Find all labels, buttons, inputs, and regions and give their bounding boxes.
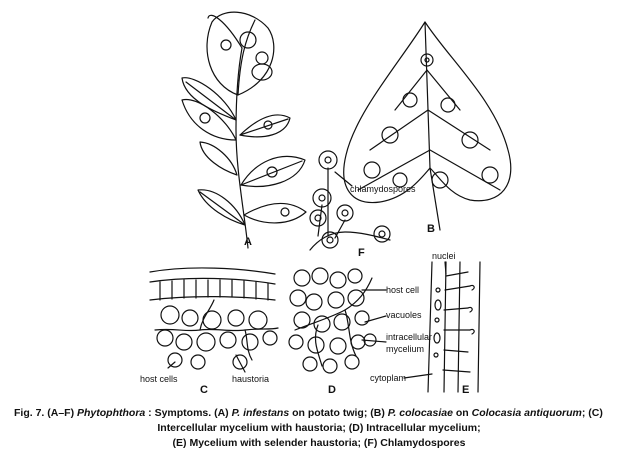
- leaf-left-lower: [199, 141, 238, 176]
- leaf-right-middle: [239, 114, 291, 138]
- genus-name: Phytophthora: [77, 407, 146, 419]
- chlamydospore: [318, 150, 338, 170]
- panel-a-potato-twig: [181, 11, 307, 249]
- leader-intracellular: [361, 339, 387, 343]
- phytophthora-figure: A B F C D E chlamydospores host cells ha…: [140, 11, 512, 396]
- panel-b-colocasia-leaf: [343, 21, 512, 231]
- figure-caption: Fig. 7. (A–F) Phytophthora : Symptoms. (…: [14, 406, 624, 451]
- chlamydospore: [321, 231, 339, 249]
- chlamydospore: [312, 188, 332, 208]
- label-host-cell: host cell: [386, 285, 419, 295]
- species-a: P. infestans: [231, 407, 290, 419]
- panel-label-e: E: [462, 384, 469, 396]
- chlamydospore: [309, 209, 327, 227]
- panel-e-slender-haustoria: [403, 261, 481, 393]
- leaf-right-lower: [240, 155, 306, 188]
- species-b: P. colocasiae: [387, 407, 453, 419]
- panel-label-d: D: [328, 384, 336, 396]
- label-chlamydospores: chlamydospores: [350, 184, 416, 194]
- label-cytoplam: cytoplam: [370, 373, 406, 383]
- label-vacuoles: vacuoles: [386, 310, 422, 320]
- leader-host-cells: [167, 361, 176, 369]
- panel-label-c: C: [200, 384, 208, 396]
- hypha: [154, 327, 279, 332]
- panel-c-intercellular-mycelium: [149, 267, 279, 373]
- label-haustoria: haustoria: [232, 374, 269, 384]
- caption-line-3: (E) Mycelium with selender haustoria; (F…: [172, 437, 466, 449]
- caption-line-1: Fig. 7. (A–F) Phytophthora : Symptoms. (…: [14, 407, 603, 419]
- leaf-top: [206, 11, 275, 96]
- panel-d-intracellular-mycelium: [288, 267, 387, 374]
- leaf-outline: [343, 21, 512, 204]
- leaf-left-upper: [181, 77, 237, 121]
- chlamydospore: [336, 204, 354, 222]
- leader-vacuoles: [364, 315, 387, 323]
- leader-chlamydospores: [334, 171, 353, 187]
- leader-nuclei: [444, 261, 447, 275]
- label-nuclei: nuclei: [432, 251, 456, 261]
- host-b: Colocasia antiquorum: [471, 407, 582, 419]
- leader-cytoplam: [403, 373, 433, 379]
- panel-label-b: B: [427, 223, 435, 235]
- chlamydospore: [373, 225, 391, 243]
- panel-f-chlamydospores: [309, 150, 391, 251]
- panel-label-f: F: [358, 247, 365, 259]
- midrib: [424, 21, 431, 169]
- leaf-left-middle: [181, 98, 237, 141]
- panel-label-a: A: [244, 236, 252, 248]
- label-intracellular: intracellular: [386, 332, 432, 342]
- caption-line-2: Intercellular mycelium with haustoria; (…: [157, 422, 481, 434]
- label-mycelium: mycelium: [386, 344, 424, 354]
- leader-haustoria: [235, 354, 246, 373]
- label-host-cells: host cells: [140, 374, 178, 384]
